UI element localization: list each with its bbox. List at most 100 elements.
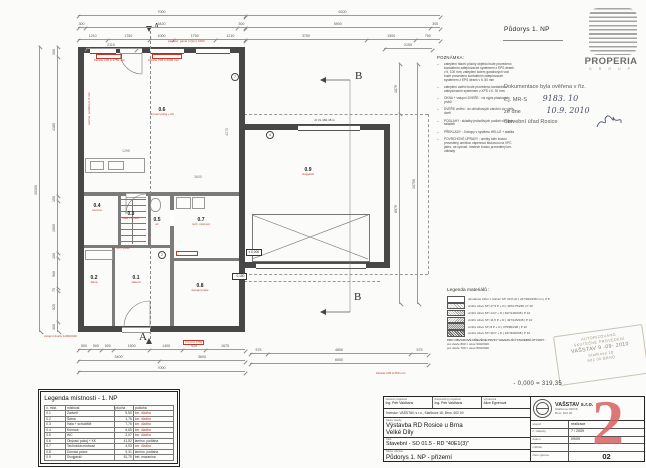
room-area: 41,52	[113, 437, 134, 445]
roof-dashed-line	[428, 114, 429, 274]
element-tag: 2	[158, 251, 166, 259]
dim-segment: 1210	[215, 34, 246, 40]
radiator	[152, 54, 182, 59]
dim-segment: 1675	[205, 344, 245, 350]
material-label: vnitřní zdivo STI 11,5 P + D ( 497/115/2…	[468, 317, 533, 322]
dim-value: 3600	[198, 355, 207, 360]
room-number: 0.7	[197, 217, 205, 223]
scale-label: měřítko	[531, 444, 569, 451]
dim-value: 6420	[157, 22, 166, 27]
annotation: 4275	[225, 128, 229, 136]
section-line-a	[150, 26, 151, 344]
material-footnote-line: PRO OBVODOVÉ DŘEVĚNÉ PRVKY NAVAZUJÍCÍ ST…	[447, 338, 546, 343]
dim-chain-top1_right: 6200	[245, 10, 440, 16]
radiator	[176, 251, 198, 256]
dim-value: 1000	[157, 34, 166, 39]
material-row: vnitřní zdivo STI 30 P + D ( 247/300/238…	[447, 330, 573, 337]
dim-value: 575	[416, 348, 423, 353]
dim-value: 750	[424, 34, 431, 39]
roof-dashed-line	[244, 114, 428, 115]
room-area: 9,31	[113, 448, 134, 456]
person-name: Alice Egnerová	[483, 400, 507, 405]
room-legend: Legenda místností - 1. NP č. míst.místno…	[38, 389, 180, 467]
room-floor: lamino. podlaha	[132, 448, 174, 456]
page-title: Půdorys 1. NP	[504, 26, 550, 33]
dim-value: 7000	[157, 366, 166, 371]
page-title-rule	[503, 40, 563, 41]
dim-segment: 300	[52, 47, 58, 57]
annotation: lamino. podlaha tl. 8 mm	[87, 92, 91, 125]
dim-value: 2110	[107, 43, 115, 48]
wall-interior	[84, 192, 239, 196]
room-subtitle: dvojgaráž	[301, 172, 315, 176]
element-tag: 7	[231, 73, 239, 81]
dim-segment: 7000	[78, 10, 245, 16]
dim-segment: 5900	[245, 22, 431, 28]
dim-value: 300	[51, 49, 56, 55]
dim-value: 925	[190, 344, 197, 349]
dim-segment: 6420	[85, 22, 238, 28]
dim-value: 1210	[226, 34, 235, 39]
dim-segment: 6975	[394, 114, 400, 304]
annotation: 3600	[194, 175, 202, 179]
dim-value: 7000	[157, 10, 166, 15]
dim-value: 10750	[411, 179, 416, 189]
material-swatch	[447, 330, 465, 337]
material-label: obvodové zdivo z tvárnic STI 30 P+D ( 24…	[468, 297, 550, 302]
date-value: 09/09	[571, 437, 580, 441]
room-number: 0.3	[127, 211, 135, 217]
material-swatch	[447, 309, 465, 317]
note-item: OKNA + vstupní DVEŘE : viz výpis plastov…	[437, 96, 515, 105]
dim-segment: 900	[52, 258, 58, 289]
dim-segment: 500	[89, 344, 102, 350]
dim-value: 10300	[33, 184, 38, 195]
washer	[192, 197, 205, 209]
annotation: parapet. panel (m)(m) 1690	[168, 39, 205, 43]
dim-value: 1500	[127, 344, 136, 349]
dim-value: 1875	[393, 85, 398, 94]
stamp-date-row: ze dne 10.9. 2010	[504, 107, 646, 116]
dim-chain-top4_left: 2110	[86, 43, 136, 49]
dim-segment: 3750	[245, 34, 367, 40]
sheet-number-label: číslo výkresu	[531, 452, 569, 461]
level-pill: ± 0,000	[246, 249, 262, 256]
dim-value: 6200	[338, 10, 347, 15]
person-label: Zodpovědný projektant	[434, 397, 461, 401]
stamp-ref-label: č.j. MR-S	[504, 97, 527, 103]
dim-value: 500	[80, 344, 87, 349]
dim-segment: 2110	[86, 43, 136, 49]
material-legend-title: Legenda materiálů :	[447, 288, 490, 293]
dim-chain-top4_right: 2150	[384, 43, 432, 49]
properia-logo-name: PROPERIA	[584, 56, 638, 67]
section-label-b-bottom: B	[354, 291, 362, 303]
element-tag: 4	[266, 131, 274, 139]
material-label: vnitřní zdivo STI 8 P + D ( 375/80/238 )…	[468, 324, 527, 329]
dim-segment: 10750	[412, 64, 418, 304]
wall-interior	[112, 248, 115, 326]
material-row: vnitřní zdivo STI 8 P + D ( 375/80/238 )…	[447, 323, 573, 330]
dim-value: 5900	[333, 22, 342, 27]
room-subtitle: hala + schod.	[122, 216, 140, 220]
window	[150, 48, 184, 54]
section-label-a-bottom: A	[139, 331, 147, 343]
order-value: 7 / 2009	[571, 429, 584, 434]
dim-value: 1750	[190, 34, 199, 39]
note-item: zateplení ostění bude provedeno kontaktn…	[437, 85, 515, 94]
boiler	[176, 197, 191, 209]
dim-chain-top1_left: 7000	[78, 10, 245, 16]
room-number: 0.1	[132, 275, 140, 281]
dim-segment: 925	[52, 291, 58, 322]
part-name: Stavební - SO 01.5 - RD "40E1(3)"	[386, 441, 469, 448]
properia-logo-icon	[589, 8, 637, 55]
